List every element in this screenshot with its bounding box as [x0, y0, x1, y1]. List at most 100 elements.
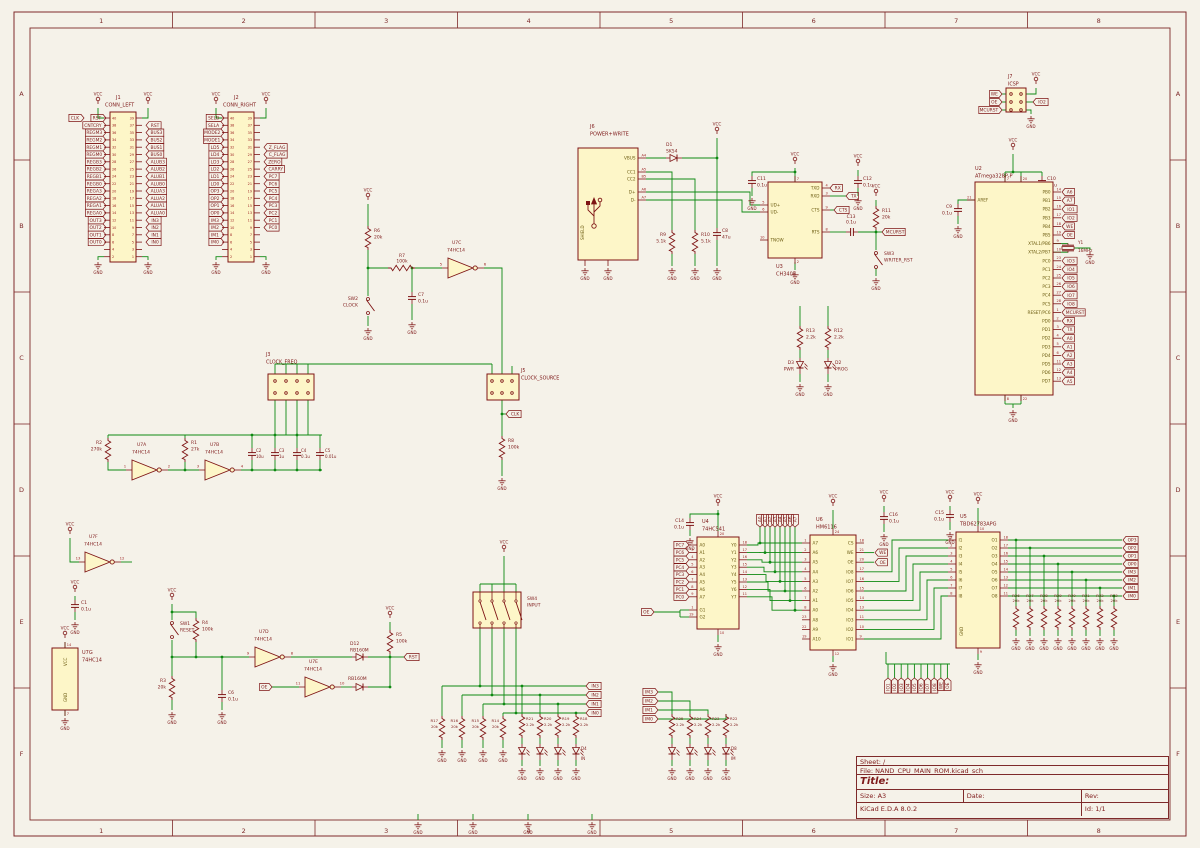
global-label-RX[interactable]: RX	[1061, 317, 1075, 325]
global-label-BUS3[interactable]: BUS3	[145, 128, 165, 137]
gnd-flag[interactable]: GND	[437, 750, 447, 763]
led-anon[interactable]	[685, 744, 698, 760]
global-label-IM0[interactable]: IM0	[642, 715, 659, 723]
vcc-flag[interactable]: VCC	[364, 188, 373, 201]
wire[interactable]	[864, 555, 948, 592]
global-label-A7[interactable]: A7	[1061, 196, 1075, 205]
global-label-A4[interactable]: A4	[776, 514, 784, 528]
vcc-flag[interactable]: VCC	[1009, 138, 1018, 151]
global-label-OE[interactable]: OE	[943, 677, 952, 691]
global-label-OP0[interactable]: OP0	[1122, 560, 1139, 568]
global-label-OUT2[interactable]: OUT2	[87, 223, 107, 232]
gnd-flag[interactable]: GND	[667, 768, 677, 781]
global-label-RST[interactable]: RST	[90, 114, 107, 122]
wire[interactable]	[864, 547, 948, 582]
global-label-IO3[interactable]: IO3	[897, 677, 906, 694]
global-label-BUS0[interactable]: BUS0	[145, 150, 165, 159]
gnd-flag[interactable]: GND	[1053, 638, 1063, 651]
gnd-flag[interactable]: GND	[871, 278, 881, 291]
vcc-flag[interactable]: VCC	[872, 184, 881, 197]
global-label-PC1[interactable]: PC1	[673, 585, 690, 594]
ic-body[interactable]	[696, 536, 740, 630]
global-label-REGM1[interactable]: REGM1	[85, 143, 107, 152]
header-body[interactable]	[267, 373, 315, 401]
vcc-flag[interactable]: VCC	[713, 122, 722, 135]
header-body[interactable]	[1005, 87, 1027, 113]
ic-U5[interactable]: 1I12I23I34I45I56I67I78I818O117O216O315O4…	[948, 514, 1009, 654]
gnd-flag[interactable]: GND	[1109, 638, 1119, 651]
global-label-PC6[interactable]: PC6	[673, 548, 690, 557]
wire[interactable]	[658, 700, 691, 714]
global-label-IO2[interactable]: IO2	[1032, 98, 1049, 106]
ic-body[interactable]	[974, 181, 1054, 396]
vcc-flag[interactable]: VCC	[212, 92, 221, 105]
global-label-BUS2[interactable]: BUS2	[145, 135, 165, 144]
global-label-MODE2[interactable]: MODE2	[203, 128, 225, 137]
global-label-CARRY[interactable]: CARRY	[263, 165, 285, 174]
gnd-flag[interactable]: GND	[1025, 638, 1035, 651]
global-label-A0[interactable]: A0	[756, 514, 764, 528]
global-label-A2[interactable]: A2	[766, 514, 774, 528]
global-label-PC0[interactable]: PC0	[673, 592, 690, 601]
global-label-REGM3[interactable]: REGM3	[85, 128, 107, 137]
gnd-flag[interactable]: GND	[685, 768, 695, 781]
global-label-IO8[interactable]: IO8	[930, 677, 939, 694]
global-label-REGM2[interactable]: REGM2	[85, 135, 107, 144]
wire[interactable]	[747, 574, 802, 582]
global-label-IM3[interactable]: IM3	[642, 688, 659, 696]
ic-U4[interactable]: 2A03A14A25A36A47A58A69A71G119G218Y017Y11…	[689, 519, 748, 635]
global-label-MCURST[interactable]: MCURST	[1061, 308, 1086, 317]
gnd-flag[interactable]: GND	[1067, 638, 1077, 651]
gnd-flag[interactable]: GND	[407, 322, 417, 335]
gnd-flag[interactable]: GND	[795, 384, 805, 397]
global-label-PC2[interactable]: PC2	[673, 578, 690, 586]
global-label-OP1[interactable]: OP1	[208, 201, 225, 210]
global-label-SELB[interactable]: SELB	[205, 114, 225, 122]
global-label-REGA2[interactable]: REGA2	[85, 194, 107, 203]
global-label-WE[interactable]: WE	[936, 677, 945, 691]
wire[interactable]	[689, 513, 718, 518]
vcc-flag[interactable]: VCC	[880, 490, 889, 503]
global-label-IM2[interactable]: IM2	[208, 223, 225, 232]
global-label-IM0[interactable]: IM0	[1122, 592, 1139, 600]
ic-U6[interactable]: 1A72A63A54A45A36A27A18A023A822A919A1018C…	[802, 517, 865, 656]
global-label-REGB3[interactable]: REGB3	[85, 157, 107, 166]
global-label-IN0[interactable]: IN0	[145, 238, 162, 247]
vcc-flag[interactable]: VCC	[144, 92, 153, 105]
global-label-A1[interactable]: A1	[761, 514, 769, 528]
gnd-flag[interactable]: GND	[1008, 410, 1018, 423]
capacitor-C9[interactable]: C90.1u	[942, 204, 962, 217]
global-label-OUT0[interactable]: OUT0	[87, 238, 107, 247]
global-label-PC5[interactable]: PC5	[263, 187, 280, 195]
global-label-IO6[interactable]: IO6	[917, 677, 925, 694]
vcc-flag[interactable]: VCC	[386, 606, 395, 619]
led-anon[interactable]	[721, 744, 734, 760]
global-label-IO3[interactable]: IO3	[1061, 256, 1078, 265]
global-label-A5[interactable]: A5	[1061, 377, 1075, 386]
wire[interactable]	[658, 691, 673, 714]
global-label-MCURST[interactable]: MCURST	[978, 106, 1003, 114]
